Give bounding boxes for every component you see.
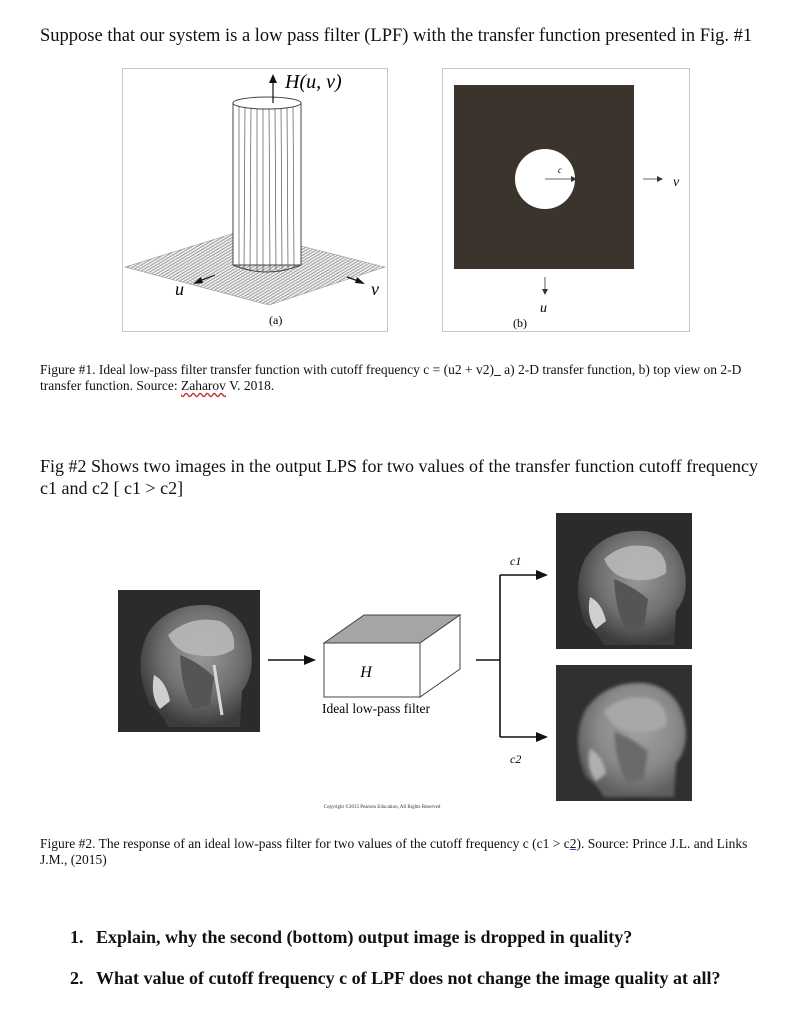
radius-label: c (558, 165, 562, 175)
c2-label: c2 (510, 752, 521, 766)
figure2-intro-paragraph: Fig #2 Shows two images in the output LP… (40, 455, 760, 499)
filter-symbol: H (359, 664, 373, 681)
v-axis-arrow-icon (355, 277, 365, 284)
panel-a-label: (a) (269, 313, 282, 327)
question-2-text: What value of cutoff frequency c of LPF … (96, 968, 720, 988)
output-mri-c2-image (556, 665, 692, 801)
u-arrow-icon (542, 289, 548, 295)
c1-label: c1 (510, 554, 521, 568)
panel-b-label: (b) (513, 316, 527, 330)
v-arrow-icon (657, 176, 663, 182)
output-mri-c1-image (556, 513, 692, 649)
question-2-number: 2. (70, 968, 96, 989)
input-arrow-icon (304, 655, 316, 665)
figure1-panel-a: H(u, v) u v (a) (122, 68, 388, 332)
figure1-caption-text: Figure #1. Ideal low-pass filter transfe… (40, 362, 494, 377)
question-2: 2.What value of cutoff frequency c of LP… (70, 968, 720, 989)
filter-label: Ideal low-pass filter (322, 701, 430, 716)
b-u-label: u (540, 301, 547, 316)
question-1: 1.Explain, why the second (bottom) outpu… (70, 927, 632, 948)
c2-arrow-icon (536, 732, 548, 742)
h-axis-label: H(u, v) (284, 71, 342, 93)
transfer-function-3d-plot: H(u, v) u v (a) (123, 69, 387, 331)
question-1-text: Explain, why the second (bottom) output … (96, 927, 632, 947)
figure1-caption-year: V. 2018. (226, 378, 274, 393)
input-mri-image (118, 590, 260, 732)
copyright-notice: Copyright ©2015 Pearson Education, All R… (324, 804, 441, 810)
u-axis-label: u (175, 279, 184, 299)
cylinder-body (233, 103, 301, 265)
transfer-function-top-view: c v u (b) (443, 69, 689, 331)
figure2-caption: Figure #2. The response of an ideal low-… (40, 836, 760, 868)
h-axis-arrow-icon (269, 74, 277, 83)
figure2-diagram: H Ideal low-pass filter c1 c2 Copyright … (110, 505, 710, 825)
ideal-lowpass-filter-block: H (324, 615, 460, 697)
b-v-label: v (673, 175, 680, 190)
figure1-caption-author: Zaharov (181, 378, 226, 393)
figure1-caption-mark: _ (494, 362, 501, 377)
cylinder-top (233, 97, 301, 109)
figure2-caption-text: Figure #2. The response of an ideal low-… (40, 836, 570, 851)
v-axis-label: v (371, 279, 379, 299)
figure1-panel-b: c v u (b) (442, 68, 690, 332)
intro-text: Suppose that our system is a low pass fi… (40, 26, 752, 47)
figure1-caption: Figure #1. Ideal low-pass filter transfe… (40, 362, 770, 394)
c1-arrow-icon (536, 570, 548, 580)
question-1-number: 1. (70, 927, 96, 948)
